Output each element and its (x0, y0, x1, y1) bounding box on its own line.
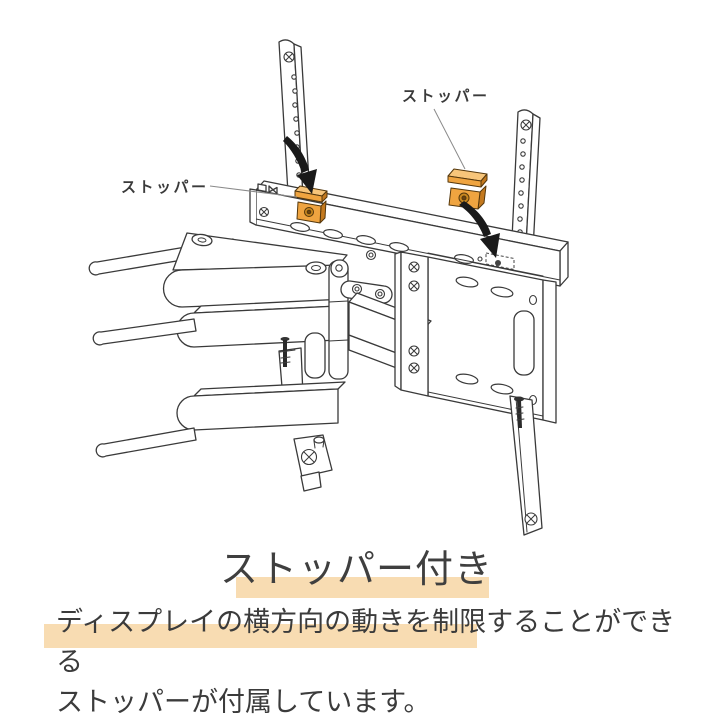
wall-plate (427, 252, 557, 424)
hinge-bracket-column (394, 251, 429, 397)
body-highlight (44, 624, 477, 648)
right-rail-lower (509, 395, 543, 536)
stopper-target-dashed (477, 252, 515, 271)
heading-highlight (236, 577, 489, 598)
leader-lines (209, 108, 466, 198)
caption-body-line1: ディスプレイの横方向の動きを制限することができる (56, 607, 676, 678)
install-arrow-left (283, 136, 317, 194)
bottom-bracket (293, 434, 333, 492)
stopper-label-right: ストッパー (402, 87, 490, 105)
stopper-label-left: ストッパー (121, 178, 209, 196)
install-arrow-right (459, 201, 500, 258)
caption-heading: ストッパー付き (219, 547, 493, 591)
arm-assembly (88, 232, 349, 458)
stopper-right (447, 168, 488, 210)
caption-body-line2: ストッパーが付属しています。 (56, 687, 431, 718)
caption-body: ディスプレイの横方向の動きを制限することができる ストッパーが付属しています。 (56, 603, 696, 723)
